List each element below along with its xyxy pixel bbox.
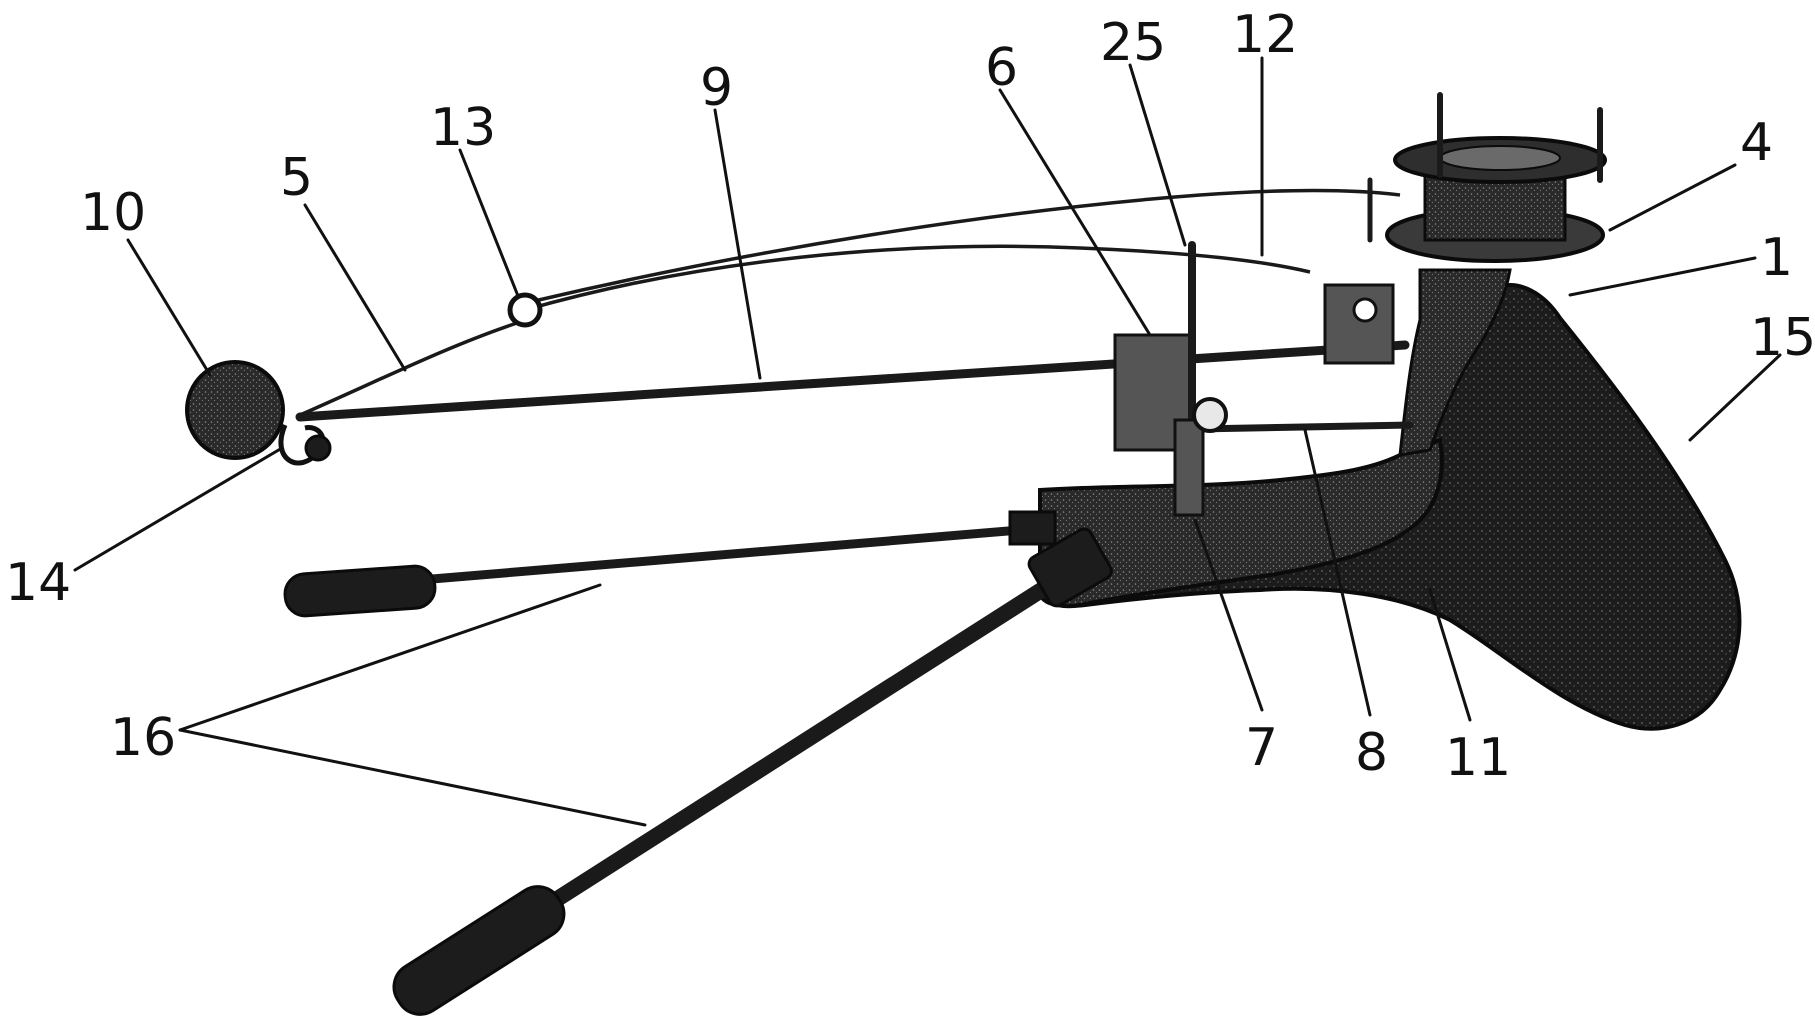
- label-14: 14: [5, 553, 71, 613]
- upper-lever-collar: [1008, 510, 1057, 546]
- label-15: 15: [1750, 308, 1815, 368]
- reference-numerals: 10 5 13 9 6 25 12 4 1 15 14 16 7 8 11: [5, 5, 1815, 788]
- leader-lines: [73, 56, 1782, 827]
- label-7: 7: [1245, 718, 1278, 778]
- leader-7: [1193, 518, 1264, 712]
- label-9: 9: [700, 58, 733, 118]
- pivot-joint: [1192, 397, 1228, 433]
- label-12: 12: [1232, 5, 1298, 65]
- leader-11: [1428, 588, 1472, 722]
- leader-10: [126, 238, 212, 377]
- lever-hub: [1027, 527, 1113, 608]
- leader-8: [1303, 428, 1372, 717]
- label-6: 6: [985, 38, 1018, 98]
- cable-upper: [529, 188, 1401, 304]
- label-5: 5: [280, 148, 313, 208]
- body-arm: [1038, 437, 1444, 609]
- leader-16b: [178, 728, 647, 827]
- leader-4: [1608, 163, 1737, 232]
- leader-9: [713, 108, 762, 380]
- hook-knob: [304, 434, 332, 462]
- shaft-7: [1173, 418, 1205, 517]
- upper-lever-grip: [283, 564, 437, 618]
- leader-5: [303, 203, 407, 372]
- lower-lever-rod: [532, 567, 1073, 918]
- label-4: 4: [1740, 113, 1773, 173]
- label-11: 11: [1445, 728, 1511, 788]
- cable-5: [299, 320, 521, 417]
- leader-13: [458, 148, 520, 298]
- flange-bore: [1439, 145, 1561, 171]
- pulley-13: [507, 292, 543, 328]
- leader-1: [1568, 256, 1757, 297]
- leader-16a: [178, 583, 602, 732]
- label-13: 13: [430, 98, 496, 158]
- body-neck: [1398, 268, 1512, 457]
- label-1: 1: [1760, 228, 1793, 288]
- leader-14: [73, 446, 284, 572]
- leader-25: [1128, 63, 1187, 247]
- label-16: 16: [110, 708, 176, 768]
- label-10: 10: [80, 183, 146, 243]
- long-rod: [295, 340, 1410, 422]
- cable-12: [524, 244, 1311, 312]
- upper-lever-rod: [415, 525, 1025, 585]
- leader-6: [998, 88, 1152, 337]
- leader-15: [1688, 353, 1782, 442]
- label-8: 8: [1355, 723, 1388, 783]
- clamp-block-right: [1323, 283, 1395, 365]
- label-25: 25: [1100, 13, 1166, 73]
- lower-lever-grip: [392, 885, 566, 1016]
- weight-ball: [185, 360, 285, 460]
- clamp-screw: [1352, 297, 1378, 323]
